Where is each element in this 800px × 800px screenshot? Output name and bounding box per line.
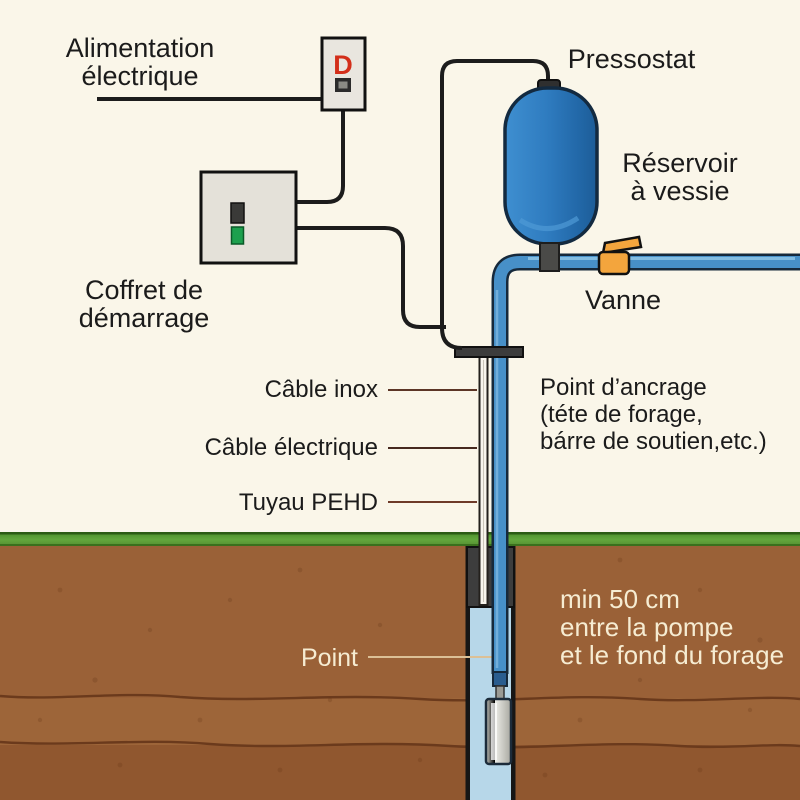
tank-sheen [518, 215, 580, 231]
bladder-tank [503, 86, 599, 246]
tank-pipe-fitting [539, 242, 560, 272]
tuyau-pehd-label: Tuyau PEHD [238, 489, 378, 516]
min-50-cm-label: min 50 cm entre la pompe et le fond du f… [560, 585, 784, 669]
valve-body [597, 250, 631, 276]
pehd-pipe [494, 256, 800, 674]
pressostat-label: Pressostat [567, 44, 696, 74]
soil-bottom-band [0, 745, 800, 800]
point-ancrage-label-line1: Point d’ancrage [540, 374, 707, 401]
reservoir-label: Réservoir à vessie [600, 149, 760, 205]
grass-strip [0, 533, 800, 546]
coffret-label: Coffret de démarrage [44, 276, 244, 332]
point-ancrage-label-line2: (téte de forage, [540, 401, 703, 428]
point-label: Point [301, 644, 358, 672]
alimentation-label: Alimentation électrique [40, 34, 240, 90]
starter-box-green-led [230, 226, 245, 245]
min-50-cm-label-line3: et le fond du forage [560, 640, 785, 670]
point-ancrage-label: Point d’ancrage (téte de forage, bárre d… [540, 374, 767, 455]
soil-speckles [37, 557, 763, 778]
pump-highlight [491, 703, 497, 760]
cable-inox-label: Câble inox [264, 376, 378, 403]
grass-bottom-edge [0, 544, 800, 546]
valve-handle [601, 235, 643, 255]
reservoir-label-line2: à vessie [630, 176, 730, 206]
soil-stratum-line-2 [0, 740, 800, 749]
soil-middle-band [0, 698, 800, 745]
min-50-cm-label-line2: entre la pompe [560, 612, 734, 642]
starter-box [199, 170, 298, 265]
borehole-wall-right [511, 546, 516, 800]
reservoir-label-line1: Réservoir [622, 148, 738, 178]
disconnect-box-port-inner [338, 81, 348, 89]
pipe-pump-coupling [492, 671, 508, 687]
disconnect-box-letter: D [333, 50, 353, 80]
point-ancrage-label-line3: bárre de soutien,etc.) [540, 428, 767, 455]
disconnect-to-coffret-wire [296, 110, 345, 204]
soil-stratum-line-1 [0, 693, 800, 702]
cable-electrique-label: Câble électrique [204, 434, 378, 461]
alimentation-label-line2: électrique [81, 61, 199, 91]
min-50-cm-label-line1: min 50 cm [560, 584, 680, 614]
vanne-label: Vanne [584, 285, 662, 315]
pump-body [484, 697, 513, 766]
borehole-wall-left [465, 546, 470, 800]
starter-box-dark-indicator [230, 202, 245, 224]
alimentation-label-line1: Alimentation [65, 33, 215, 63]
anchor-plate [454, 346, 524, 358]
coffret-label-line1: Coffret de [84, 275, 204, 305]
coffret-label-line2: démarrage [78, 303, 210, 333]
grass-top-edge [0, 532, 800, 535]
coffret-to-well-wire [296, 226, 446, 329]
disconnect-box [320, 36, 367, 112]
pressostat-wire [440, 59, 550, 350]
